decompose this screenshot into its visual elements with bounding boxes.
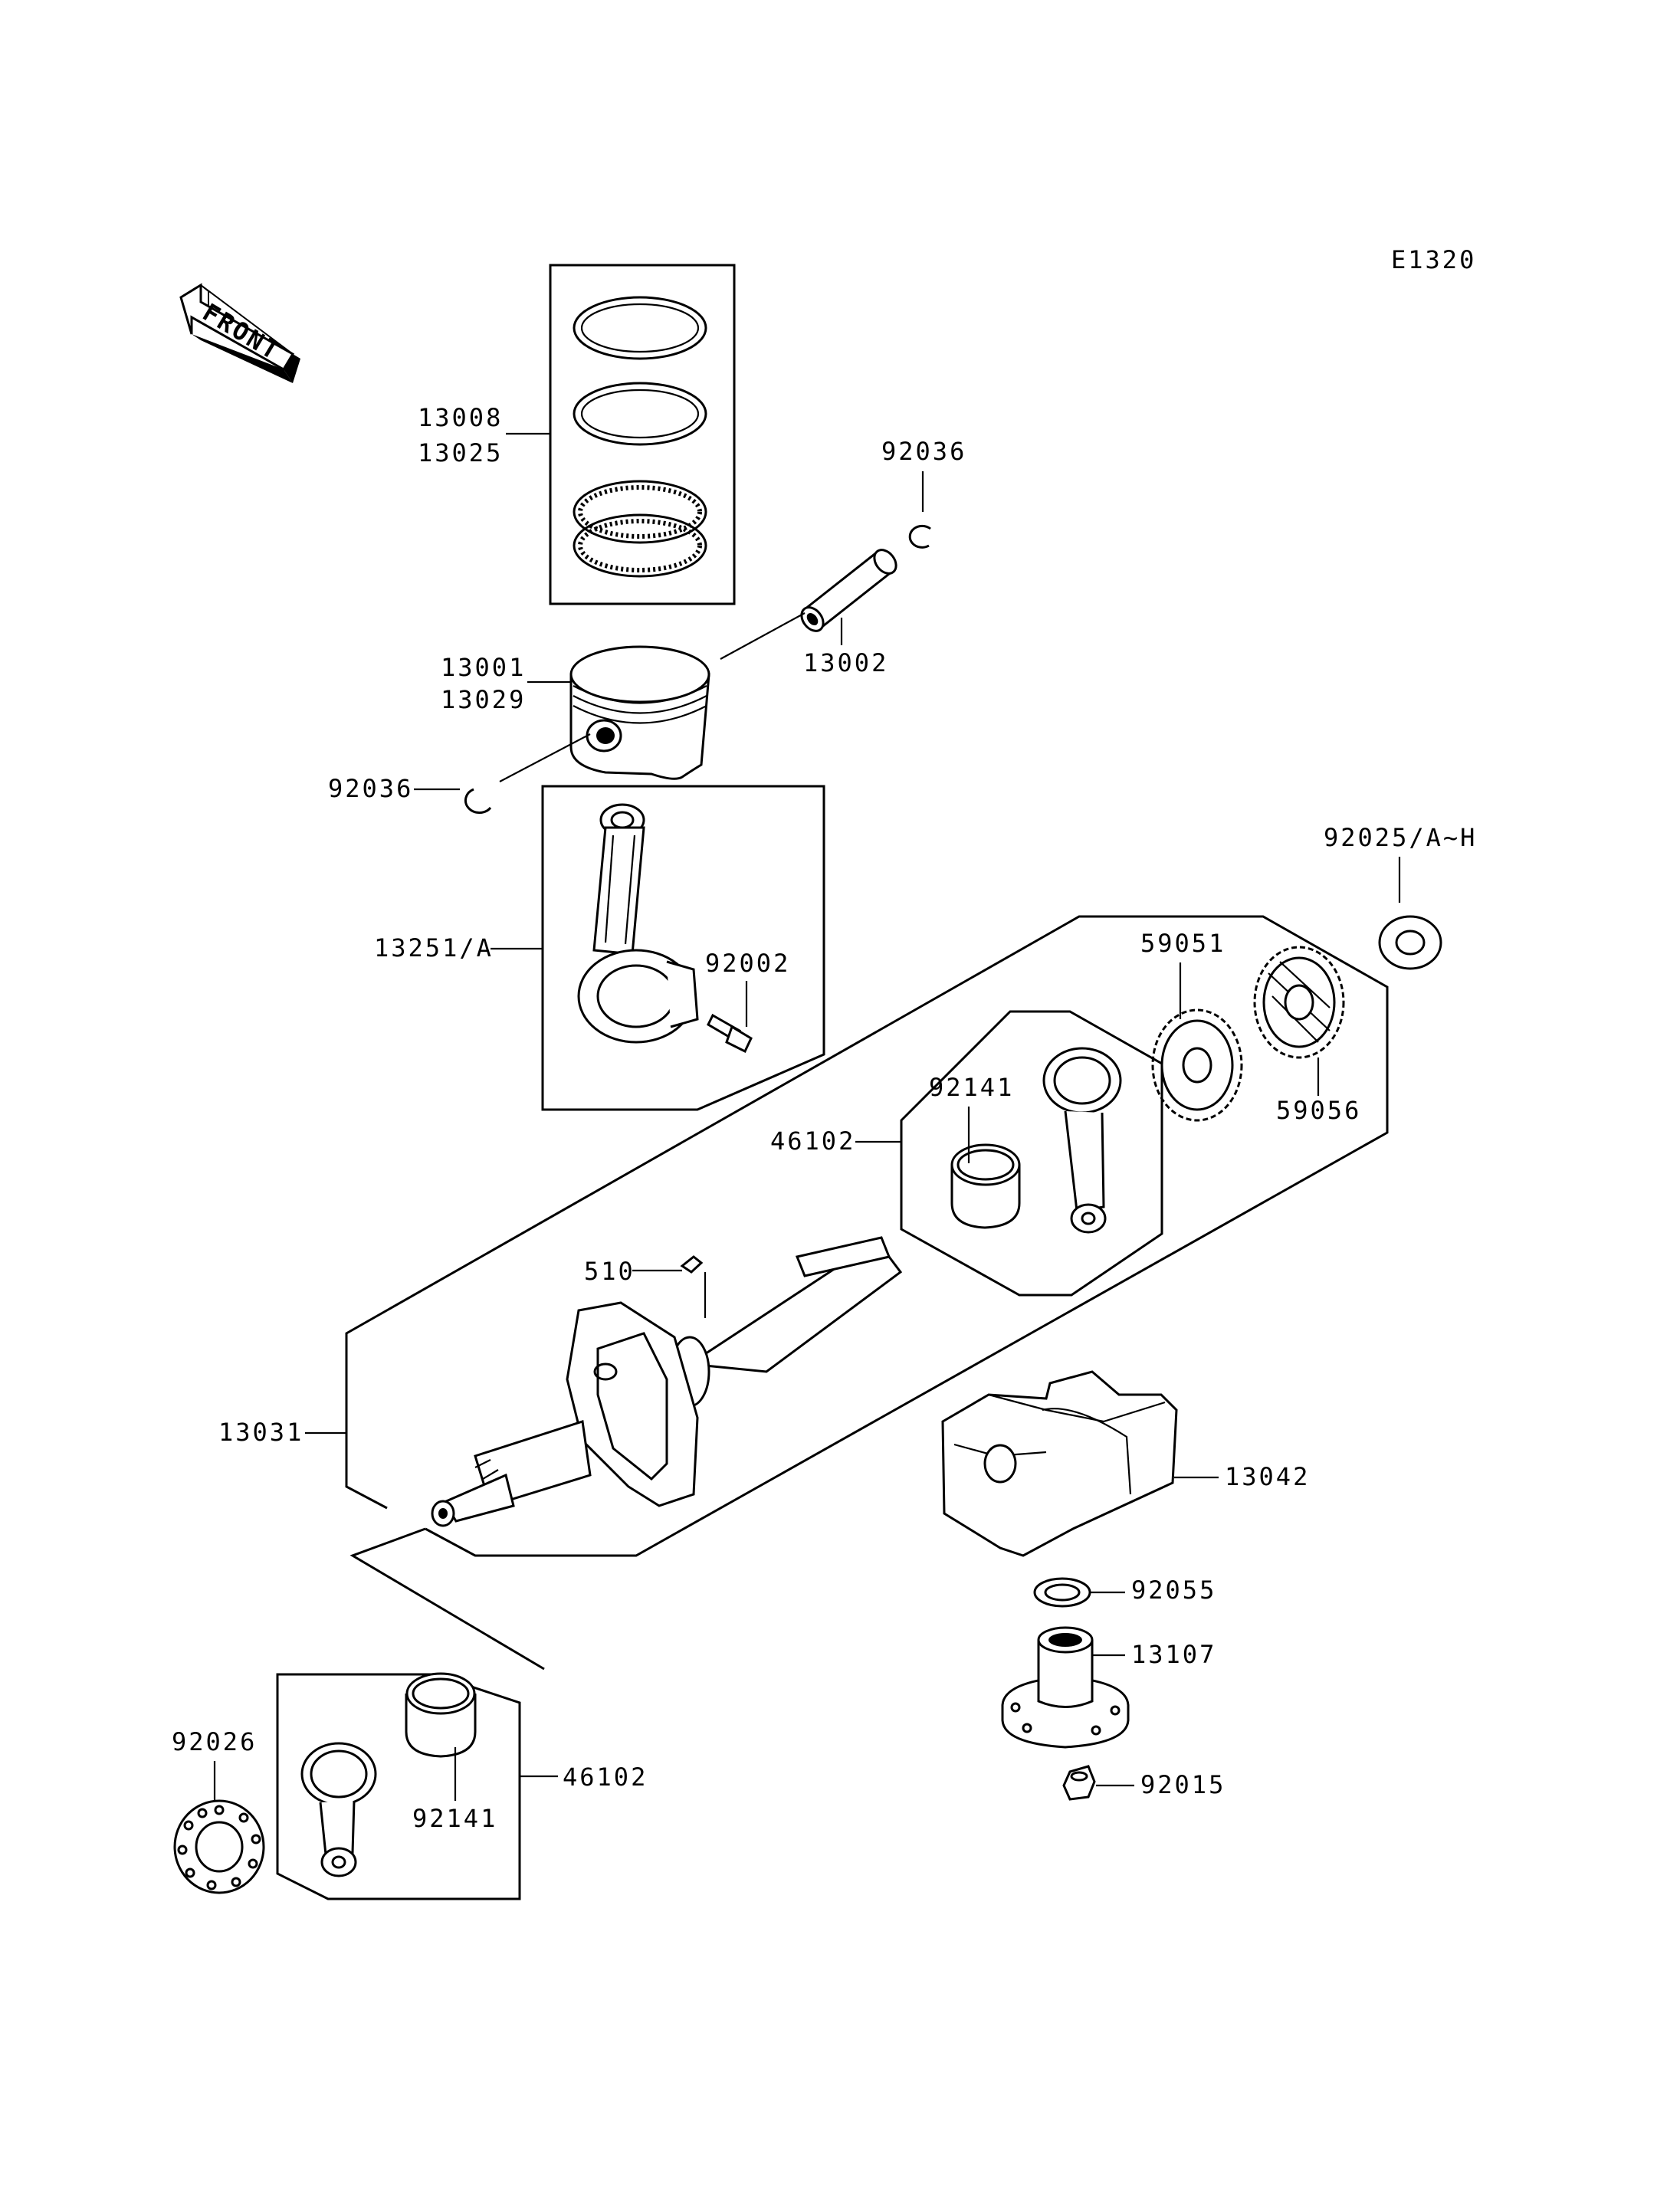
label-washer: 92055	[1131, 1576, 1216, 1605]
washer-icon	[1033, 1577, 1091, 1608]
crankshaft-group-outline	[345, 915, 1389, 1557]
conrod-icon	[577, 803, 699, 1044]
circlip-left-icon	[464, 788, 492, 815]
label-balancer-lower: 46102	[563, 1763, 648, 1792]
balancer-holder-icon	[941, 1370, 1178, 1557]
circlip-top-icon	[908, 524, 931, 549]
nut-icon	[1062, 1765, 1096, 1801]
label-balancer-holder: 13042	[1225, 1462, 1310, 1491]
label-crank-gear: 59051	[1140, 929, 1226, 958]
bushing-upper-icon	[950, 1143, 1021, 1229]
label-circlip-top: 92036	[881, 437, 966, 466]
diagram-code: E1320	[1391, 245, 1476, 274]
balancer-upper-icon	[1042, 1047, 1122, 1234]
label-shim: 92025/A~H	[1324, 823, 1477, 852]
label-shaft-housing: 13107	[1131, 1640, 1216, 1669]
label-crankshaft: 13031	[218, 1418, 304, 1447]
label-cam-gear: 59056	[1276, 1096, 1361, 1125]
label-balancer-upper: 46102	[770, 1126, 855, 1156]
bearing-washer-icon	[173, 1799, 265, 1894]
crank-gear-icon	[1151, 1008, 1243, 1122]
piston-pin-icon	[800, 549, 897, 632]
label-bushing-upper: 92141	[929, 1073, 1014, 1102]
label-bearing-washer: 92026	[172, 1727, 257, 1756]
label-piston-b: 13029	[441, 685, 526, 714]
label-piston-pin: 13002	[803, 648, 888, 677]
label-bushing-lower: 92141	[412, 1804, 497, 1833]
second-ring	[573, 382, 707, 446]
crankshaft-icon	[431, 1236, 903, 1527]
shaft-housing-icon	[1001, 1626, 1130, 1749]
piston-icon	[569, 645, 710, 780]
label-conrod-set: 13251/A	[374, 933, 494, 962]
front-arrow-icon: FRONT	[179, 283, 300, 383]
oil-ring	[573, 480, 707, 544]
label-circlip-left: 92036	[328, 774, 413, 803]
top-ring	[573, 296, 707, 360]
label-piston-rings-b: 13025	[418, 438, 503, 467]
conrod-bolt-icon	[707, 1013, 753, 1054]
piston-rings-group	[549, 264, 736, 605]
label-piston-rings-a: 13008	[418, 403, 503, 432]
label-nut: 92015	[1140, 1770, 1226, 1799]
key-icon	[680, 1255, 704, 1274]
cam-gear-icon	[1253, 946, 1345, 1059]
label-conrod-bolt: 92002	[705, 949, 790, 978]
label-piston-a: 13001	[441, 653, 526, 682]
label-key: 510	[584, 1257, 635, 1286]
balancer-lower-icon	[300, 1742, 377, 1877]
shim-icon	[1378, 915, 1442, 970]
bushing-lower-icon	[405, 1672, 477, 1758]
